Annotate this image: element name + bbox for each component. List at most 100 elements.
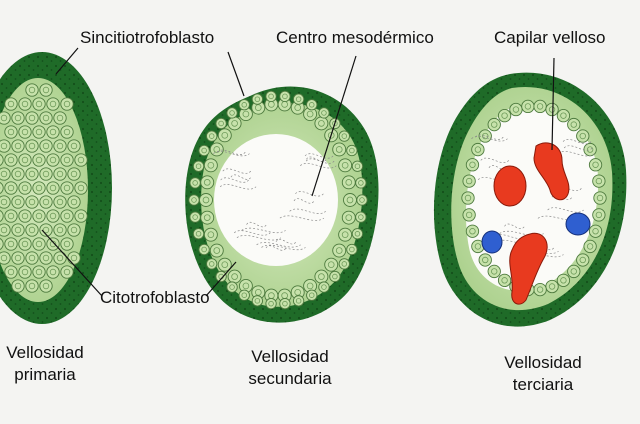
tertiary-cell <box>556 273 571 288</box>
tertiary-cell-nucleus <box>491 121 498 128</box>
secondary-cell-outer-nucleus <box>295 96 302 102</box>
tertiary-cell <box>583 142 597 157</box>
primary-cell-nucleus <box>35 240 43 248</box>
primary-cell-nucleus <box>7 100 15 108</box>
primary-cell-nucleus <box>56 254 64 262</box>
primary-cell <box>11 111 25 125</box>
secondary-fiber <box>306 156 327 162</box>
tertiary-cell-nucleus <box>491 268 498 275</box>
primary-cell <box>18 237 32 251</box>
secondary-cell-outer <box>306 289 318 301</box>
secondary-cell-nucleus <box>202 196 210 204</box>
primary-cell-nucleus <box>14 198 22 206</box>
tertiary-cell <box>533 99 547 114</box>
primary-cell-nucleus <box>14 114 22 122</box>
secondary-cell-nucleus <box>306 282 314 290</box>
tertiary-cell-nucleus <box>592 161 599 168</box>
caption-primary-line1: Vellosidad <box>6 343 84 362</box>
primary-cell <box>39 223 53 237</box>
tertiary-cell <box>567 264 581 279</box>
primary-cell-nucleus <box>7 268 15 276</box>
secondary-cell-outer <box>251 93 264 105</box>
secondary-fiber <box>230 174 252 180</box>
tertiary-cell <box>521 99 535 114</box>
secondary-cell-outer <box>206 130 218 142</box>
primary-cell <box>4 209 18 223</box>
secondary-cell-nucleus <box>207 231 215 239</box>
secondary-cell-outer-nucleus <box>195 163 202 169</box>
secondary-cell-nucleus <box>203 214 211 221</box>
tertiary-cell <box>545 102 559 117</box>
secondary-cell-outer <box>215 270 227 283</box>
primary-cell <box>25 223 39 237</box>
tertiary-cell <box>567 117 581 132</box>
secondary-cell <box>338 227 353 242</box>
primary-cell <box>18 265 32 279</box>
primary-cell-nucleus <box>49 212 57 220</box>
primary-cell-nucleus <box>63 156 71 164</box>
caption-secondary-villus: Vellosidad secundaria <box>230 346 350 390</box>
primary-cell <box>0 154 4 166</box>
secondary-cell-outer <box>351 228 364 240</box>
primary-cell <box>74 181 88 195</box>
secondary-mesenchyme-fibers <box>213 149 337 251</box>
primary-cell-nucleus <box>28 86 36 94</box>
tertiary-cell-nucleus <box>548 106 556 113</box>
primary-cell-nucleus <box>56 198 64 206</box>
tertiary-cell-nucleus <box>536 103 544 110</box>
secondary-cell-outer <box>192 228 205 240</box>
tertiary-cell-nucleus <box>469 228 476 235</box>
tertiary-cell <box>592 208 606 222</box>
primary-cell-nucleus <box>49 184 57 192</box>
tertiary-cell <box>576 253 590 267</box>
secondary-cell <box>209 142 224 157</box>
primary-cell <box>60 97 74 111</box>
secondary-cell-outer <box>198 144 210 157</box>
primary-cell-nucleus <box>42 254 50 262</box>
primary-cell-nucleus <box>7 212 15 220</box>
secondary-cell-outer-nucleus <box>229 110 235 116</box>
secondary-cell-outer-nucleus <box>359 197 365 203</box>
tertiary-cell-nucleus <box>482 256 489 264</box>
primary-cell-nucleus <box>42 86 50 94</box>
primary-cell-nucleus <box>63 240 71 248</box>
secondary-cell-nucleus <box>242 282 250 290</box>
primary-cell <box>60 237 74 251</box>
secondary-mesodermal-core <box>214 134 338 266</box>
secondary-cell <box>341 175 356 190</box>
secondary-cell-nucleus <box>306 110 314 118</box>
secondary-cell-outer-nucleus <box>354 163 361 169</box>
secondary-cell-outer-nucleus <box>341 133 348 139</box>
secondary-cell <box>200 175 215 190</box>
primary-cell-nucleus <box>35 184 43 192</box>
secondary-cell-nucleus <box>221 261 229 268</box>
secondary-cell-nucleus <box>346 196 354 204</box>
primary-cell-nucleus <box>42 114 50 122</box>
secondary-cell-outer <box>355 177 367 189</box>
secondary-cell <box>200 210 215 225</box>
secondary-cell-outer <box>206 258 218 270</box>
primary-cell <box>60 125 74 139</box>
primary-cell <box>39 251 53 265</box>
secondary-cell-outer-nucleus <box>192 214 198 220</box>
tertiary-cell <box>462 208 476 222</box>
tertiary-fiber <box>514 248 559 254</box>
tertiary-cell <box>509 102 523 117</box>
primary-cell <box>25 167 39 181</box>
primary-cell-nucleus <box>0 226 8 234</box>
tertiary-cell-nucleus <box>465 211 473 219</box>
primary-cell <box>39 139 53 153</box>
secondary-cell-outer <box>265 90 277 103</box>
tertiary-cell <box>592 174 606 188</box>
primary-cell <box>0 182 4 194</box>
primary-cell-nucleus <box>0 254 8 262</box>
primary-cell <box>25 83 39 97</box>
secondary-cell-outer-nucleus <box>229 284 235 290</box>
primary-cell <box>74 209 88 223</box>
secondary-cell-outer-nucleus <box>282 93 288 100</box>
secondary-cell <box>203 158 218 173</box>
secondary-cell-outer-nucleus <box>195 231 202 237</box>
secondary-cell-nucleus <box>213 247 221 254</box>
secondary-cell-nucleus <box>345 179 353 186</box>
primary-cell <box>67 223 81 237</box>
